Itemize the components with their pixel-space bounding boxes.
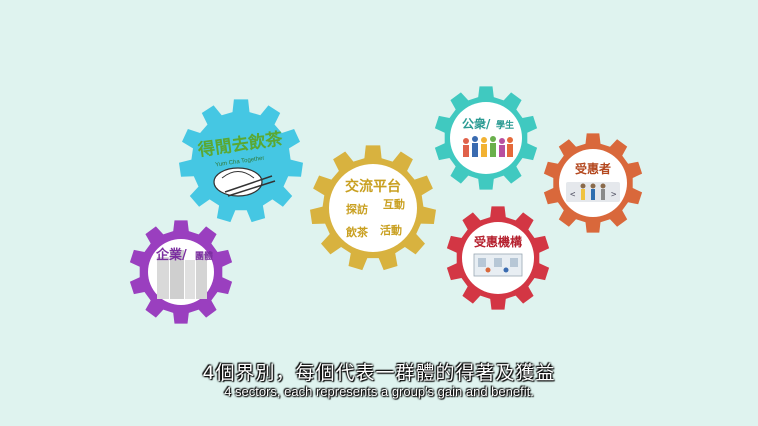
building-illustration: [157, 250, 207, 299]
subtitle-chinese: 4個界別，每個代表一群體的得著及獲益: [202, 362, 556, 384]
subtitle-english: 4 sectors, each represents a group's gai…: [224, 384, 534, 399]
organizations-label: 受惠機構: [474, 234, 522, 249]
platform-item-visit: 探訪: [346, 202, 368, 216]
office-illustration: [473, 253, 523, 277]
gear-platform: 交流平台 探訪 互動 飲茶 活動: [310, 145, 436, 271]
enterprise-sublabel: 團體: [195, 250, 213, 262]
beneficiaries-label: 受惠者: [575, 161, 611, 176]
gear-enterprise: 企業/ 團體: [129, 220, 233, 324]
dumpling-icon: [213, 167, 276, 197]
crowd-illustration: [463, 136, 513, 157]
enterprise-label: 企業/: [155, 247, 187, 263]
gear-public: 公衆/ 學生: [434, 86, 538, 190]
svg-text:>: >: [611, 190, 617, 200]
gear-brand: 得閒去飲茶 Yum Cha Together: [179, 99, 303, 223]
people-illustration: < >: [566, 182, 620, 202]
svg-text:<: <: [570, 190, 576, 200]
gear-beneficiaries: 受惠者 < >: [543, 133, 643, 233]
platform-item-yumcha: 飲茶: [345, 225, 369, 239]
gear-organizations: 受惠機構: [446, 206, 550, 310]
platform-item-activity: 活動: [380, 223, 402, 237]
public-label: 公衆/: [462, 116, 491, 131]
public-sublabel: 學生: [496, 119, 514, 131]
platform-title: 交流平台: [345, 178, 401, 195]
platform-item-interaction: 互動: [383, 197, 405, 211]
